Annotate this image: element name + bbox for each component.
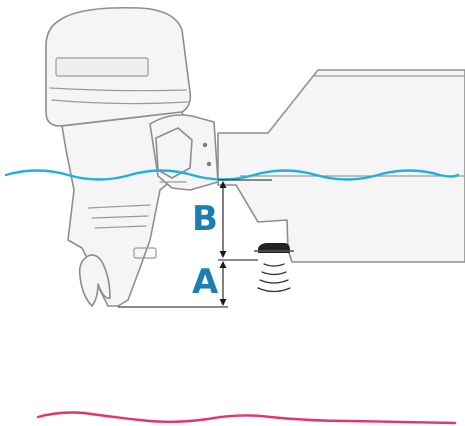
label-b: B	[192, 199, 218, 239]
outboard-motor	[45, 6, 219, 307]
seabed-line	[36, 411, 457, 425]
dimension-lines	[118, 179, 272, 308]
transducer	[254, 243, 294, 253]
boat-hull	[217, 69, 465, 263]
water-surface-line	[4, 169, 460, 181]
label-a: A	[192, 262, 219, 302]
sonar-waves	[257, 263, 291, 293]
